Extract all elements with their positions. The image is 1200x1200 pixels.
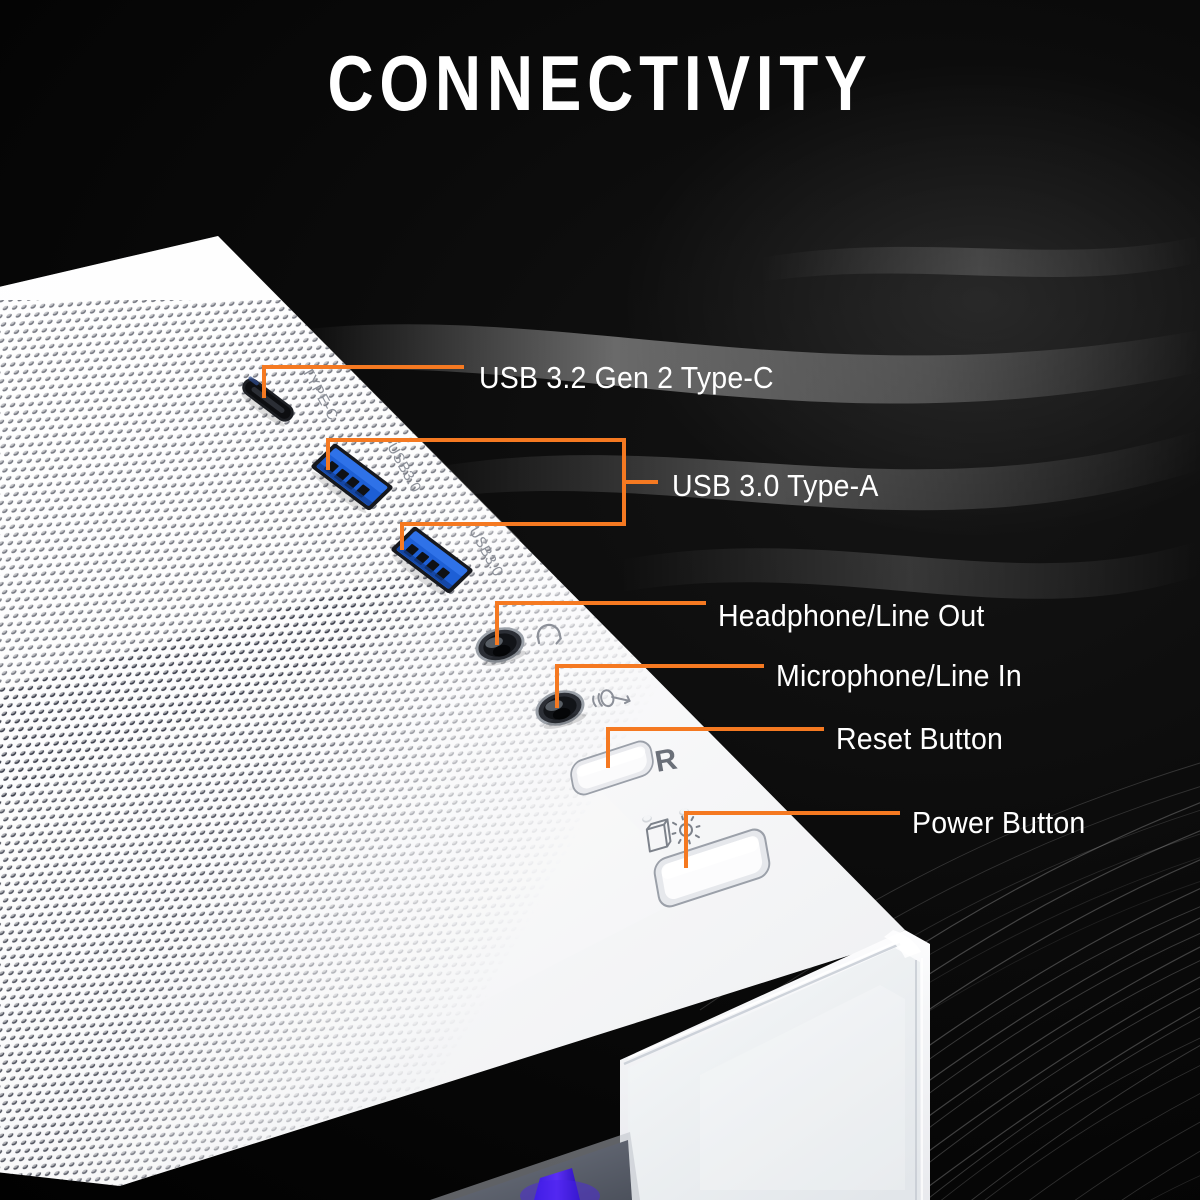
- callout-label-power: Power Button: [912, 805, 1086, 840]
- callout-label-reset: Reset Button: [836, 721, 1004, 756]
- callout-label-usb-c: USB 3.2 Gen 2 Type-C: [479, 360, 774, 395]
- hdd-icon: [645, 818, 672, 853]
- callout-label-microphone: Microphone/Line In: [776, 658, 1022, 693]
- callout-label-usb-a: USB 3.0 Type-A: [672, 468, 879, 503]
- microphone-jack-hotspot[interactable]: [530, 682, 590, 736]
- microphone-jack: [535, 690, 587, 729]
- usb-a-port-lower-hotspot[interactable]: [392, 528, 472, 594]
- headphone-jack-hotspot[interactable]: [470, 618, 530, 672]
- reset-button-hotspot[interactable]: [566, 742, 662, 794]
- usb-c-port-hotspot[interactable]: [236, 372, 300, 428]
- callout-label-headphone: Headphone/Line Out: [718, 598, 985, 633]
- page-title: CONNECTIVITY: [327, 39, 873, 127]
- usb-c-port: [241, 376, 294, 427]
- usb-a-port-upper-hotspot[interactable]: [312, 444, 392, 510]
- power-button-hotspot[interactable]: [648, 836, 780, 900]
